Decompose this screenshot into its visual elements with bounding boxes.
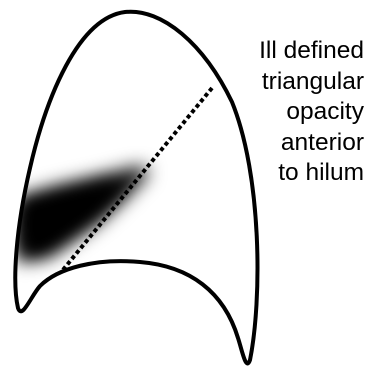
caption-line-4: anterior [280, 128, 364, 156]
lung-outline [13, 9, 260, 366]
caption-line-3: opacity [286, 98, 364, 125]
caption-line-1: Ill defined [259, 37, 364, 64]
dotted-fissure-line [60, 86, 214, 273]
triangular-opacity-core [18, 182, 122, 254]
caption-line-2: triangular [261, 67, 364, 95]
opacity-caption: Ill defined triangular opacity anterior … [214, 36, 364, 189]
triangular-opacity-group [16, 166, 150, 262]
caption-line-5: to hilum [278, 159, 364, 186]
